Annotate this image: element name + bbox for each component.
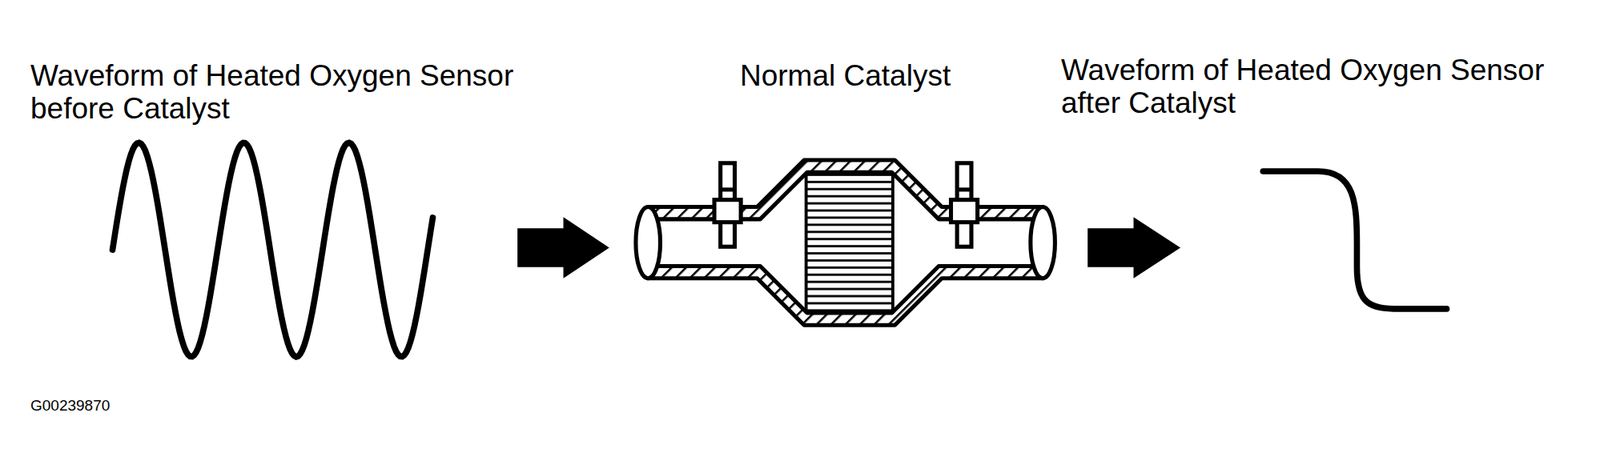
flow-arrow [517, 217, 610, 278]
waveform-caption: Waveform of Heated Oxygen Sensor before … [30, 59, 543, 125]
sensor-waveform-before [112, 142, 434, 357]
sensor-waveform-after [1262, 171, 1447, 310]
catalytic-converter [635, 160, 1055, 326]
flow-arrow [1087, 217, 1181, 278]
part-name: Normal Catalyst [739, 59, 1077, 93]
bolt [714, 163, 741, 247]
waveform-caption: Waveform of Heated Oxygen Sensor after C… [1061, 53, 1574, 120]
bolt [951, 163, 978, 247]
figure-code: G00239870 [30, 397, 271, 415]
